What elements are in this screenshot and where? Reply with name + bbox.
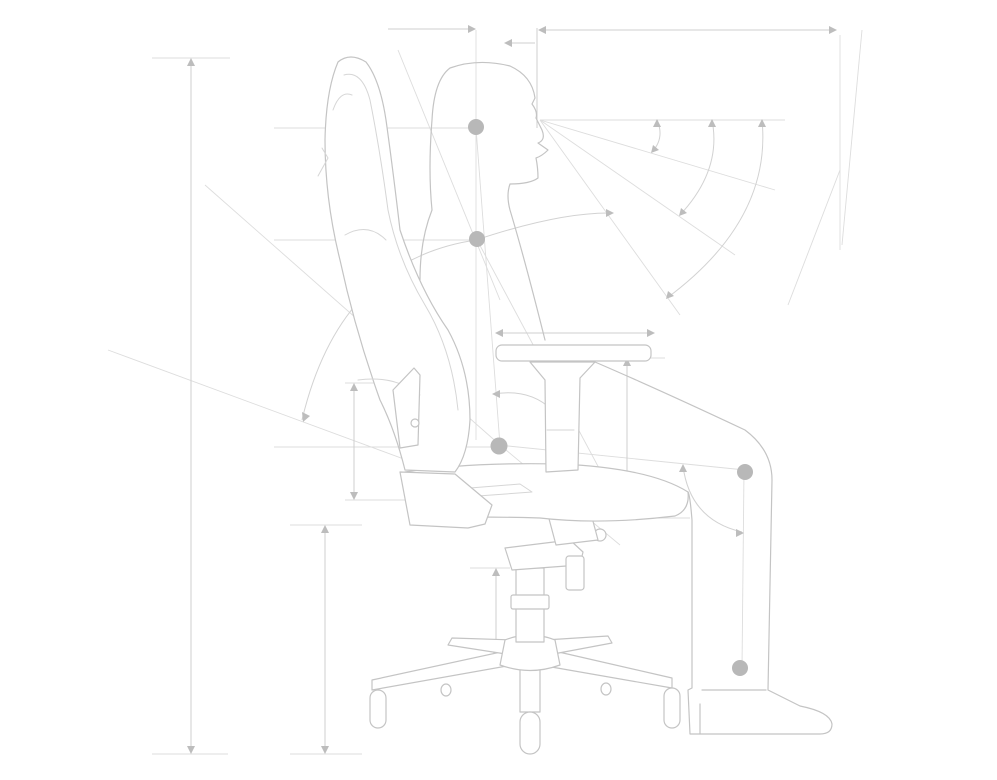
person: [419, 61, 833, 735]
joint-knee: [737, 464, 753, 480]
joint-ankle: [732, 660, 748, 676]
joint-head: [468, 119, 484, 135]
chair-gas-lift: [504, 509, 607, 643]
chair-backrest: [324, 56, 471, 473]
person-upper-body: [429, 61, 549, 341]
chair-base: [371, 634, 673, 713]
angle-arcs: [301, 119, 764, 533]
joint-shoulder: [469, 231, 485, 247]
person-leg: [594, 361, 833, 735]
chair-casters: [369, 682, 681, 755]
chair: [317, 56, 689, 755]
joint-hip: [490, 437, 508, 455]
chair-armrest: [495, 344, 652, 473]
joint-markers: [468, 119, 753, 676]
chair-recline-plate: [392, 367, 421, 449]
chair-seat-side: [399, 471, 493, 529]
